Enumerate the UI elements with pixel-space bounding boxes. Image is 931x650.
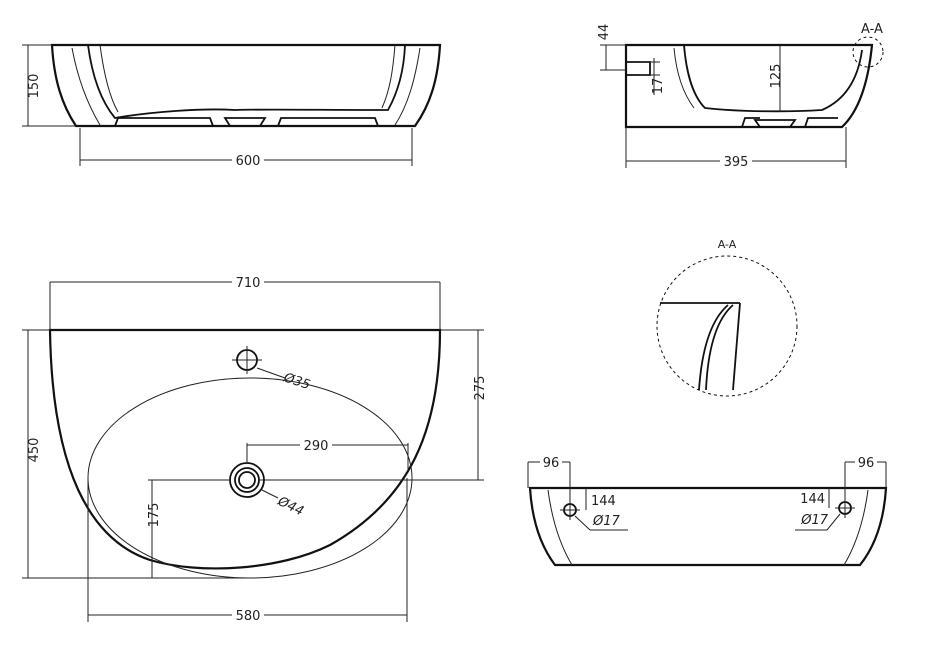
back-left-hole-label: Ø17 bbox=[592, 514, 621, 529]
back-left-offset-label: 96 bbox=[543, 456, 560, 471]
front-width-label: 600 bbox=[236, 154, 261, 169]
front-height-label: 150 bbox=[27, 74, 42, 99]
height-450-label: 450 bbox=[27, 438, 42, 463]
side-section-label: A-A bbox=[861, 22, 883, 37]
back-right-height-label: 144 bbox=[800, 492, 825, 507]
front-view: 150 600 bbox=[22, 43, 442, 169]
side-44-label: 44 bbox=[597, 24, 612, 41]
height-275-label: 275 bbox=[473, 376, 488, 401]
back-right-offset-label: 96 bbox=[858, 456, 875, 471]
tap-hole-label: Ø35 bbox=[281, 370, 312, 393]
side-17-label: 17 bbox=[651, 78, 666, 95]
side-view: 44 17 125 395 A-A bbox=[597, 22, 884, 170]
drain-label: Ø44 bbox=[274, 494, 306, 520]
side-width-label: 395 bbox=[724, 155, 749, 170]
offset-175-label: 175 bbox=[147, 503, 162, 528]
back-right-hole-label: Ø17 bbox=[800, 513, 829, 528]
back-left-height-label: 144 bbox=[591, 494, 616, 509]
width-580-label: 580 bbox=[236, 609, 261, 624]
width-710-label: 710 bbox=[236, 276, 261, 291]
detail-view: A-A bbox=[656, 238, 798, 397]
offset-290-label: 290 bbox=[304, 439, 329, 454]
top-view: Ø35 Ø44 710 275 450 290 175 bbox=[22, 275, 488, 624]
side-125-label: 125 bbox=[769, 64, 784, 89]
back-view: 96 96 144 144 Ø17 Ø17 bbox=[527, 455, 888, 567]
detail-label: A-A bbox=[718, 238, 737, 251]
